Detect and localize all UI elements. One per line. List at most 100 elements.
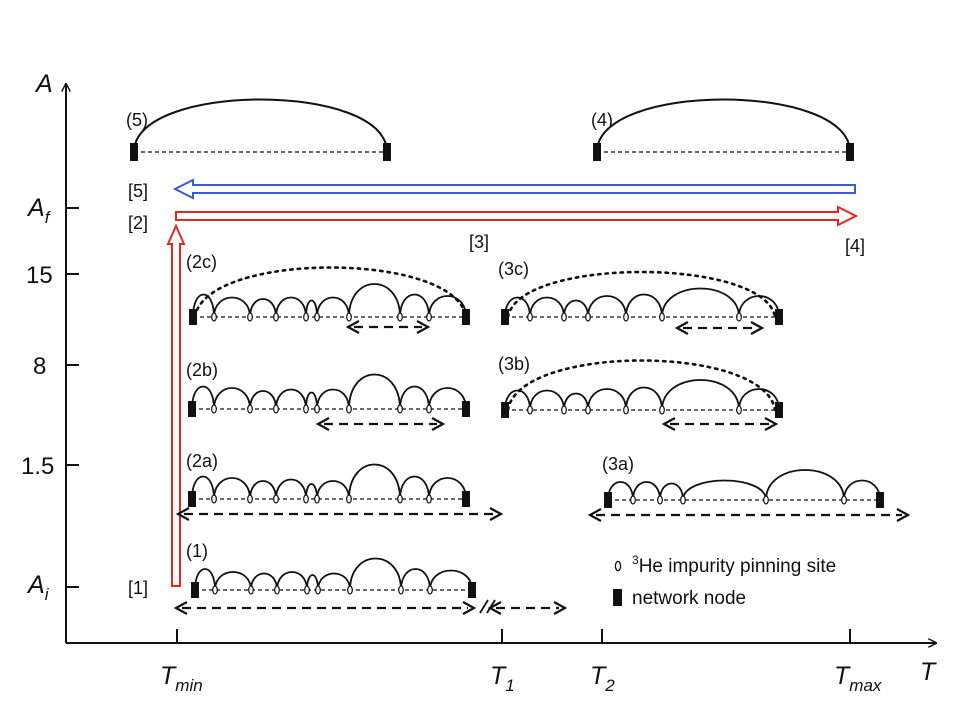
y-axis-title: A [34,70,53,98]
dislocation-loop [587,295,627,318]
dislocation-loop [348,283,401,318]
depinned-loop [506,270,777,319]
network-node [462,401,470,417]
network-node [130,143,138,161]
dislocation-loop [661,287,740,318]
y-tick-label-af: Af [26,194,52,227]
y-tick-label-1p5: 1.5 [21,453,54,480]
dislocation-loop [428,387,467,410]
pinning-site [426,404,432,414]
double-arrow-head [896,508,911,522]
pinning-site [680,495,686,505]
double-arrow-head [173,601,188,615]
double-arrow-head [661,417,676,431]
config-label-1: (1) [186,541,208,561]
dislocation-loop [587,388,627,411]
dislocation-loop [250,572,278,591]
dislocation-loop [348,463,401,500]
dislocation-loop [428,295,467,318]
dislocation-loop [349,557,402,591]
dislocation-loop [316,480,350,500]
double-arrow-head [175,507,190,521]
pinning-site [303,494,309,504]
dislocation-loop [316,388,350,410]
path-arrow-step2 [175,205,859,227]
config-label-4: (4) [591,110,613,130]
dislocation-loop [249,390,277,410]
config-label-2b: (2b) [186,360,218,380]
path-arrow-step1 [166,223,186,587]
legend: 3He impurity pinning site network node [613,553,836,609]
pinning-site [561,312,567,322]
pinning-site [314,494,320,504]
pinning-site [398,585,404,595]
pinning-site [736,312,742,322]
pinning-site [303,404,309,414]
x-tick-label-t2: T2 [590,662,615,695]
pinning-site [561,405,567,415]
pinning-site [397,494,403,504]
x-axis-title: T [920,658,937,686]
pinning-site [623,312,629,322]
pinning-site [346,404,352,414]
dislocation-loop [596,98,851,153]
pinning-site [659,405,665,415]
dislocation-loop [659,482,684,501]
pinning-site [527,312,533,322]
dislocation-loop [133,98,388,153]
pinning-site [248,585,254,595]
dislocation-loop [399,385,430,410]
dislocation-loop [348,373,401,410]
step-label-3: [3] [469,232,489,252]
pinning-site [315,585,321,595]
pinning-site [211,312,217,322]
double-arrow-head [553,601,568,615]
dislocation-loop [276,571,308,591]
network-node [593,143,601,161]
dislocation-loop [213,296,251,318]
dislocation-loop [214,571,252,591]
pinning-site [247,312,253,322]
config-label-5: (5) [126,110,148,130]
dislocation-loop [275,296,307,318]
pinning-site [585,405,591,415]
network-node [462,491,470,507]
dislocation-loop [213,477,251,500]
y-tick-label-15: 15 [26,262,53,289]
step-label-5: [5] [128,181,148,201]
network-node [383,143,391,161]
double-arrow-head [462,601,477,615]
pinning-site [247,404,253,414]
pinning-site [346,494,352,504]
pinning-site [314,404,320,414]
dislocation-loop [249,298,277,318]
dislocation-loop [317,572,351,591]
double-arrow-head [489,507,504,521]
pinning-site [304,585,310,595]
legend-node-symbol [613,589,622,606]
dislocation-loop [682,479,767,501]
pinning-site [630,495,636,505]
pinning-site [273,312,279,322]
double-arrow-head [431,417,446,431]
network-node [188,401,196,417]
pinning-site [247,494,253,504]
pinning-site [585,312,591,322]
network-node [876,492,884,508]
pinning-site [346,312,352,322]
network-node [501,309,509,325]
pinning-site [303,312,309,322]
y-tick-label-ai: Ai [26,571,50,604]
pinning-site [211,494,217,504]
double-arrow-head [587,508,602,522]
dislocation-loop [563,392,589,411]
dislocation-loop [529,296,565,318]
pinning-site [763,495,769,505]
dislocation-loop [563,299,589,318]
pinning-site [426,312,432,322]
step-label-4: [4] [845,236,865,256]
network-node [468,582,476,598]
pinning-site [274,585,280,595]
dislocation-loop [661,379,740,411]
